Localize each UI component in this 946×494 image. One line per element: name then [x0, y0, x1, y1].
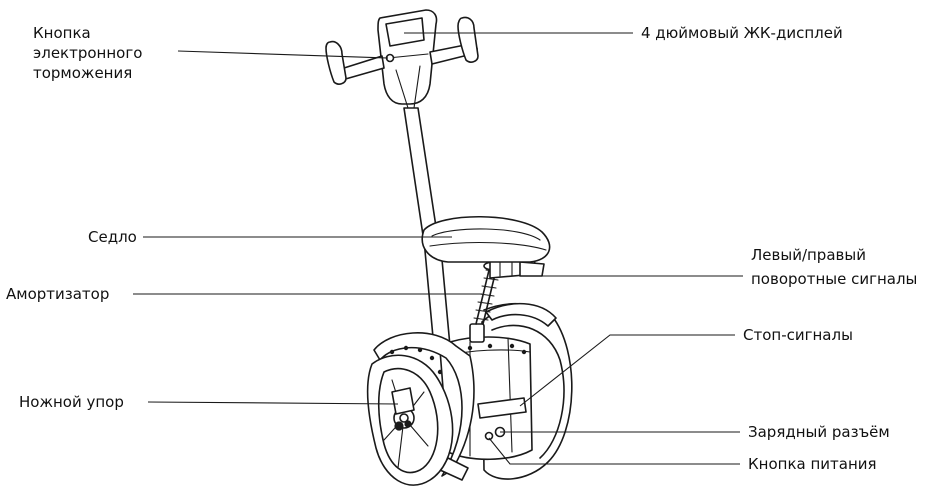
left-handle: [325, 40, 395, 85]
label-footrest: Ножной упор: [19, 393, 124, 411]
saddle-drawing: [421, 215, 551, 263]
left-fender: [373, 332, 475, 481]
leader-footrest: [147, 401, 399, 405]
label-brake-button: Кнопка электронного торможения: [33, 24, 147, 82]
right-fender: [485, 302, 557, 327]
labels: Кнопка электронного торможения 4 дюймовы…: [6, 24, 917, 473]
scooter-illustration: [325, 9, 573, 486]
leader-brake-button: [177, 50, 389, 59]
right-handle: [429, 16, 479, 65]
label-stop-lights: Стоп-сигналы: [743, 326, 853, 344]
label-charging-port: Зарядный разъём: [748, 423, 890, 441]
leader-lines: [133, 32, 743, 465]
leader-power-button: [488, 437, 740, 465]
leader-stop-lights: [519, 334, 735, 407]
left-wheel: [366, 345, 454, 486]
label-shock-absorber: Амортизатор: [6, 285, 109, 303]
label-turn-signals: Левый/правый поворотные сигналы: [751, 246, 917, 288]
label-lcd-display: 4 дюймовый ЖК-дисплей: [641, 24, 843, 42]
label-power-button: Кнопка питания: [748, 455, 877, 473]
label-saddle: Седло: [88, 228, 137, 246]
